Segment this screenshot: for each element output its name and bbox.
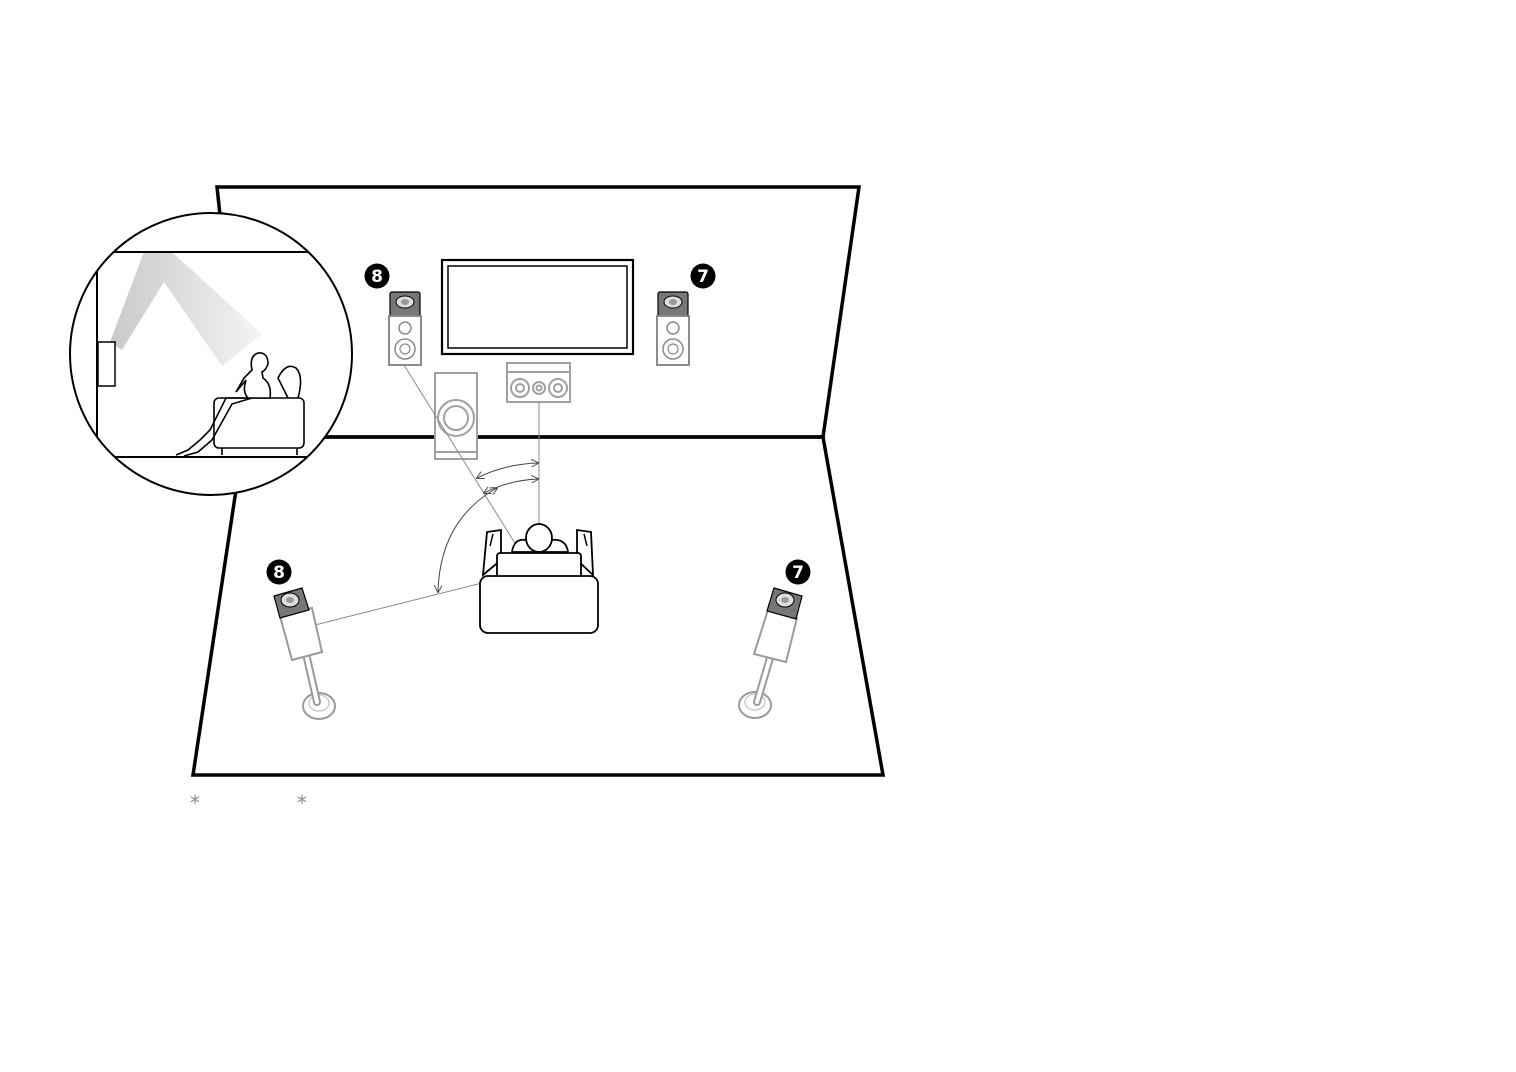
surround-left-speaker [273, 587, 336, 720]
footnote-mark: * [190, 791, 200, 815]
circled-number-icon [364, 263, 390, 289]
side-view-inset [69, 212, 353, 496]
circled-number-icon [690, 263, 716, 289]
badge-front-left: 8 [364, 263, 390, 289]
listener-side-view [175, 352, 305, 457]
subwoofer [434, 372, 478, 460]
badge-surround-right: 7 [785, 559, 811, 585]
surround-right-speaker [738, 587, 803, 719]
front-right-speaker [656, 291, 690, 366]
circled-number-icon [785, 559, 811, 585]
center-speaker [506, 362, 571, 403]
badge-label: 7 [697, 267, 709, 287]
wall-speaker-side [97, 341, 116, 387]
floor [190, 435, 886, 777]
angle-guides [314, 364, 540, 626]
listener-top-view [479, 523, 599, 634]
badge-surround-left: 8 [266, 559, 292, 585]
badge-label: 8 [273, 563, 285, 583]
reflection-beam [110, 252, 262, 366]
badge-label: 8 [371, 267, 383, 287]
footnote-mark: * [297, 791, 307, 815]
tv [440, 258, 635, 356]
badge-label: 7 [792, 563, 804, 583]
circled-number-icon [266, 559, 292, 585]
front-left-speaker [388, 291, 422, 366]
badge-front-right: 7 [690, 263, 716, 289]
